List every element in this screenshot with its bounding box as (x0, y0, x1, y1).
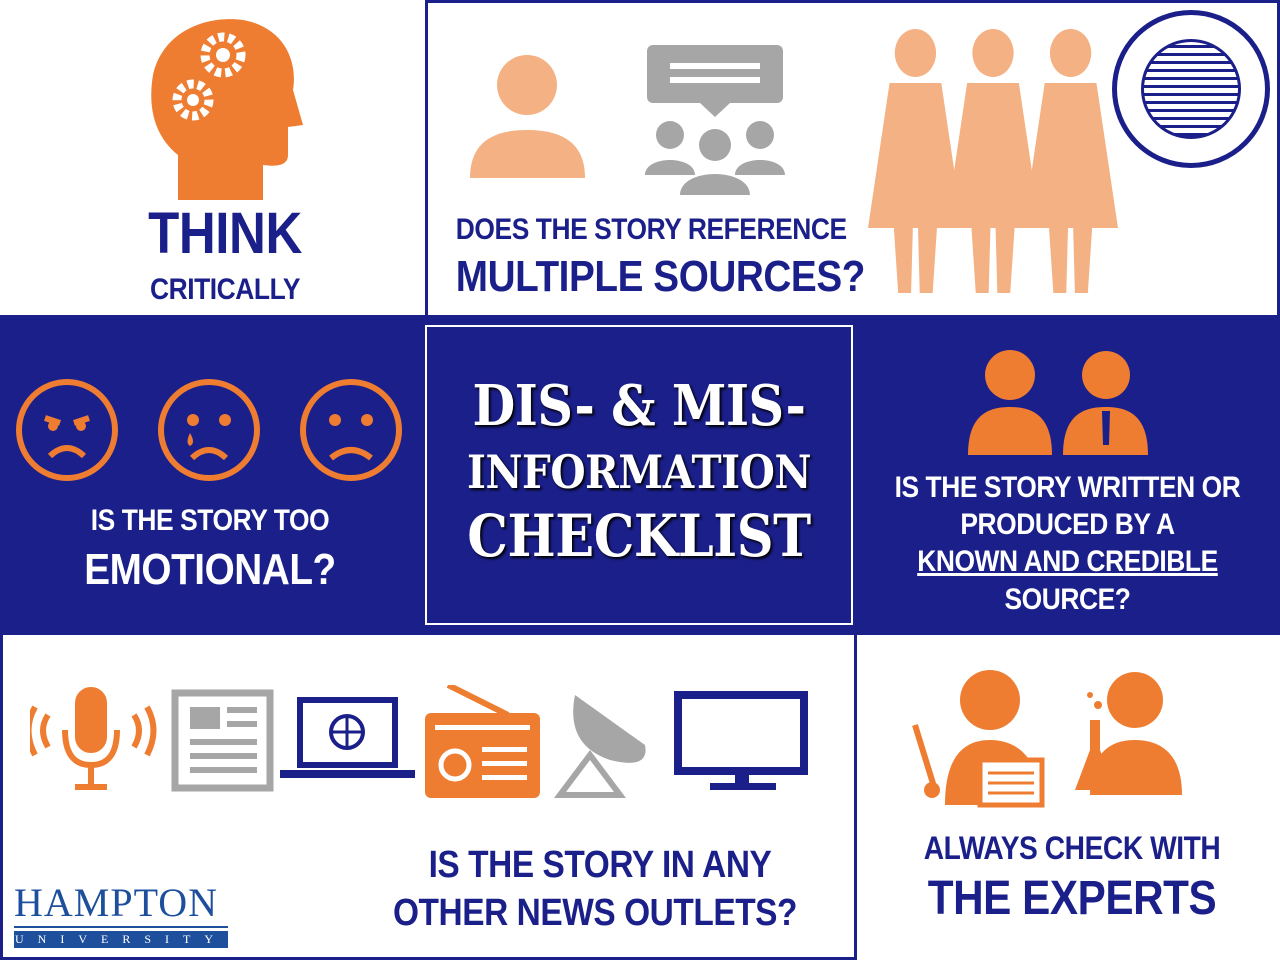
sources-panel (425, 0, 1280, 316)
scripps-howard-seal (1112, 10, 1270, 168)
radio-icon (425, 685, 540, 798)
emotional-line1: IS THE STORY TOO (90, 504, 330, 537)
credible-line2: PRODUCED BY A (960, 508, 1175, 541)
outlets-line2: OTHER NEWS OUTLETS? (392, 892, 798, 934)
satellite-dish-icon (554, 695, 646, 798)
television-icon (674, 691, 808, 790)
think-title: THINK (148, 201, 302, 266)
checklist-line3: CHECKLIST (467, 502, 811, 571)
newspaper-icon (171, 689, 274, 792)
laptop-globe-icon (280, 697, 415, 778)
experts-line1: ALWAYS CHECK WITH (923, 830, 1221, 866)
checklist-line1: DIS- & MIS- (472, 373, 806, 439)
think-subtitle: CRITICALLY (149, 273, 301, 306)
sources-line2: MULTIPLE SOURCES? (455, 252, 866, 301)
checklist-line2: INFORMATION (466, 444, 812, 499)
outlets-panel (0, 633, 857, 960)
sources-line1: DOES THE STORY REFERENCE (455, 213, 847, 246)
logo-name: HAMPTON (14, 880, 228, 928)
three-women-icon (868, 29, 1118, 293)
journalists-icon (968, 350, 1148, 455)
credible-line3: KNOWN AND CREDIBLE (917, 545, 1218, 578)
head-gears-icon (151, 19, 303, 200)
credible-line4: SOURCE? (1004, 583, 1131, 616)
group-discussion-icon (645, 45, 785, 195)
credible-line1: IS THE STORY WRITTEN OR (894, 471, 1241, 504)
emotional-faces-icons (16, 379, 402, 481)
news-outlets-icons (30, 685, 808, 798)
emotional-line2: EMOTIONAL? (84, 545, 336, 594)
outlets-line1: IS THE STORY IN ANY (428, 844, 772, 886)
experts-icon (912, 670, 1182, 808)
checklist-title-box: DIS- & MIS- INFORMATION CHECKLIST (425, 325, 853, 625)
hampton-university-logo: HAMPTON UNIVERSITY (14, 880, 228, 948)
logo-sub: UNIVERSITY (14, 931, 228, 948)
microphone-icon (30, 687, 157, 790)
person-icon (470, 55, 585, 178)
experts-line2: THE EXPERTS (927, 872, 1217, 925)
